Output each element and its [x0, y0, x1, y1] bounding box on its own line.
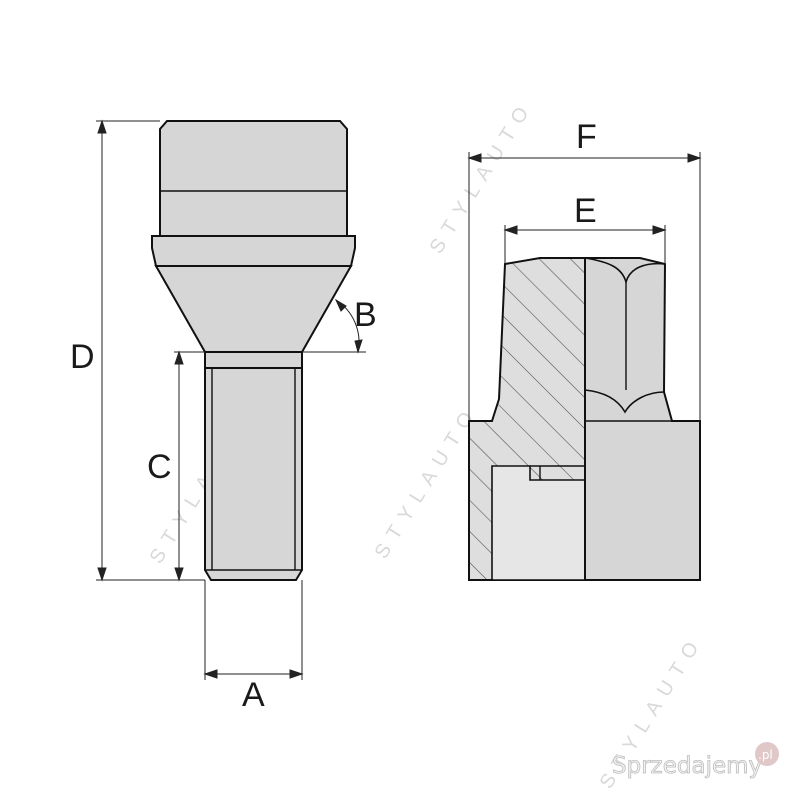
label-c: C [147, 448, 172, 486]
bolt-neck [204, 351, 303, 369]
bolt-cone-seat [154, 265, 353, 353]
label-a: A [242, 676, 265, 714]
watermark-text: STYLAUTO [371, 401, 484, 563]
bolt-side-view [151, 120, 356, 581]
key-section-view [468, 257, 701, 581]
bolt-head [159, 120, 348, 237]
bolt-collar [151, 235, 356, 267]
brand-watermark: Sprzedajemy .pl [612, 742, 779, 779]
brand-tld: .pl [758, 748, 773, 762]
label-e: E [574, 192, 597, 230]
label-b: B [354, 296, 377, 334]
label-d: D [70, 338, 95, 376]
key-exterior [584, 257, 701, 581]
brand-badge [755, 742, 779, 766]
inner-recess [491, 465, 586, 581]
brand-text: Sprzedajemy [612, 753, 762, 779]
key-dimensions [467, 152, 702, 421]
bolt-shank [204, 367, 303, 581]
bolt-dimensions [96, 119, 366, 680]
label-f: F [576, 118, 597, 156]
hex-bottom-curve [584, 389, 665, 414]
watermark-text: STYLAUTO [426, 96, 539, 258]
